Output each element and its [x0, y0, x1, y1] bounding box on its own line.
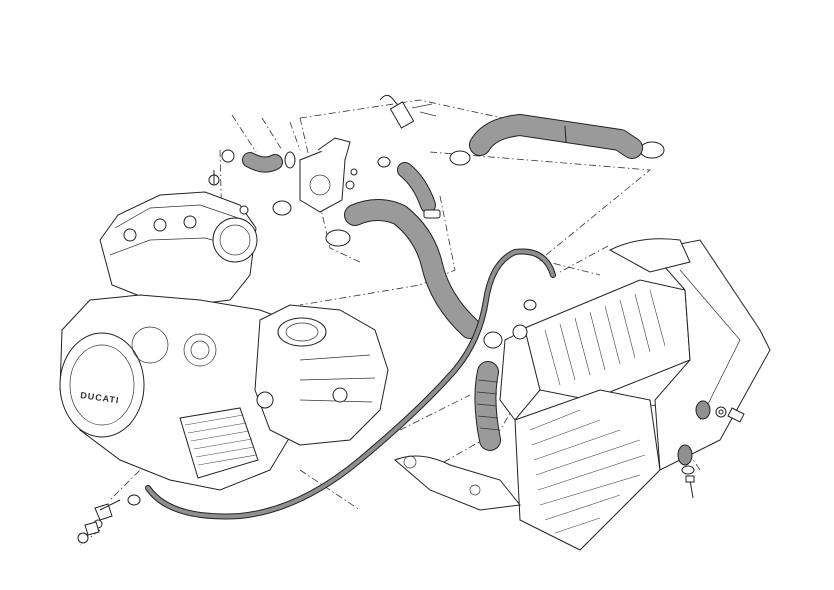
radiator-lower-hose: [474, 361, 501, 451]
expansion-pipe: [145, 248, 556, 520]
radiator: [394, 238, 771, 551]
thermostat-housing: [299, 137, 358, 213]
radiator-mount-hardware: [677, 400, 745, 499]
hose-clamps: [127, 141, 665, 506]
temperature-sensor: [379, 94, 437, 129]
short-bypass-hose: [221, 149, 296, 173]
radiator-return-hose: [344, 199, 481, 339]
radiator-upper-hose: [469, 114, 643, 159]
engine-assembly: DUCATI: [59, 170, 389, 491]
connecting-hose: [397, 162, 441, 219]
drain-fittings: [77, 499, 121, 544]
